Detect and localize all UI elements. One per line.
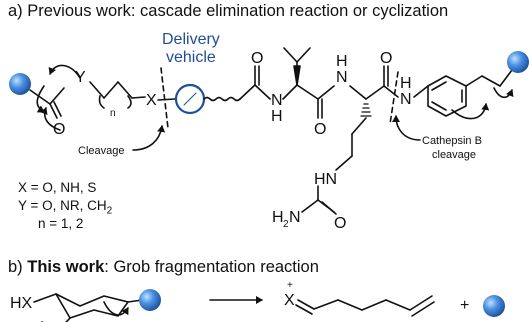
- heading-b-bold: This work: [27, 258, 105, 276]
- plus-sign: +: [460, 297, 469, 314]
- heading-a-text: a) Previous work: cascade elimination re…: [8, 2, 449, 20]
- heading-b-rest: : Grob fragmentation reaction: [104, 258, 319, 276]
- heading-this-work: b) This work: Grob fragmentation reactio…: [8, 258, 319, 277]
- atom-nh2-h: H: [336, 53, 348, 70]
- label-cathepsin-line2: cleavage: [432, 149, 476, 161]
- atom-urea-hn: HN: [314, 171, 337, 188]
- atom-o-carbonyl: O: [53, 121, 65, 138]
- atom-hx: HX: [10, 295, 33, 312]
- label-delivery-line2: vehicle: [166, 49, 216, 66]
- atom-urea-h: H: [272, 209, 284, 226]
- atom-o-urea: O: [334, 215, 346, 232]
- payload-sphere-right: [507, 51, 529, 73]
- atom-o-amide2: O: [314, 121, 326, 138]
- heading-b-prefix: b): [8, 258, 28, 276]
- legend-line3: n = 1, 2: [38, 216, 84, 231]
- heading-previous-work: a) Previous work: cascade elimination re…: [8, 2, 448, 21]
- atom-x-plus: X: [284, 292, 295, 309]
- payload-sphere-chair: [139, 289, 161, 311]
- atom-nh1-h: H: [271, 108, 283, 125]
- payload-sphere-left: [9, 73, 31, 95]
- atom-nh2-n: N: [336, 69, 348, 86]
- atom-nh3-h: H: [400, 75, 412, 92]
- label-delivery-line1: Delivery: [162, 31, 220, 48]
- label-cathepsin-line1: Cathepsin B: [422, 135, 482, 147]
- atom-plus-charge: +: [287, 280, 293, 291]
- atom-n-subscript: n: [110, 108, 116, 119]
- atom-urea-n: N: [289, 209, 301, 226]
- atom-o-amide1: O: [251, 50, 263, 67]
- label-cleavage: Cleavage: [78, 145, 124, 157]
- atom-urea-h2-subscript: 2: [283, 219, 289, 230]
- legend-line2: Y = O, NR, CH2: [18, 198, 113, 217]
- atom-x: X: [146, 92, 157, 109]
- atom-o-amide3: O: [380, 50, 392, 67]
- payload-sphere-product: [483, 295, 505, 317]
- legend-line1: X = O, NH, S: [18, 180, 97, 195]
- atom-nh1-n: N: [271, 92, 283, 109]
- atom-y: Y: [75, 69, 86, 86]
- atom-nh3-n: N: [400, 91, 412, 108]
